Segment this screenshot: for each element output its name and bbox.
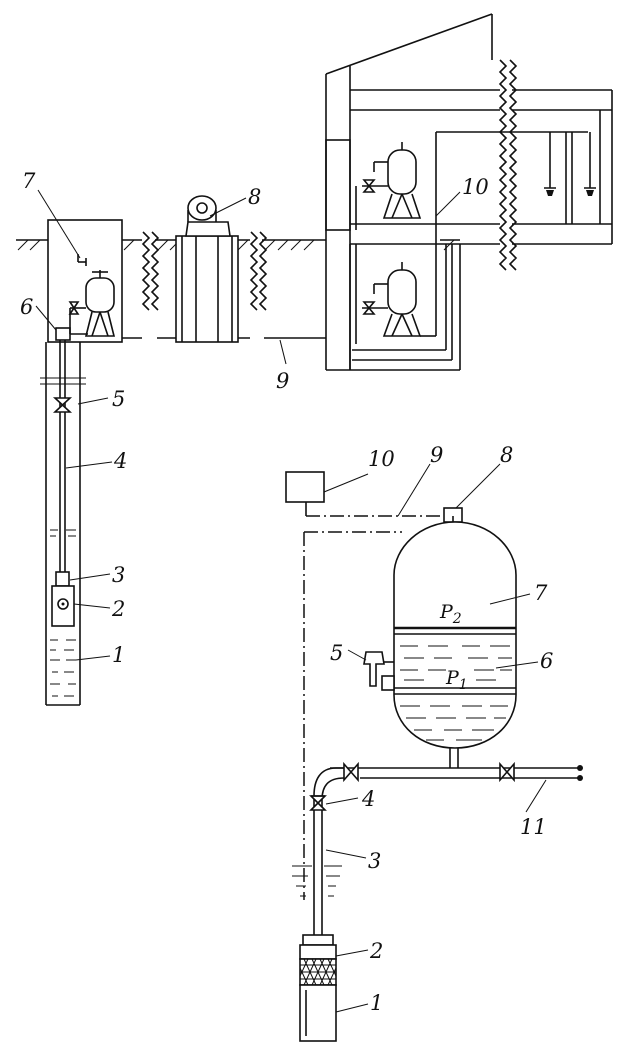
top-leader-lines [35,189,461,661]
submersible-pump-bottom [299,934,337,1042]
top-figure: 7 6 5 4 3 2 1 8 9 10 [16,13,613,706]
label-b2: 2 [369,939,383,963]
building [325,13,613,371]
valve [52,397,73,413]
label-6: 6 [20,295,33,319]
well-casing [40,342,86,706]
label-8: 8 [248,185,261,209]
pressure-lower-label: P1 [445,667,468,693]
elevated-tank [175,195,239,343]
label-3: 3 [112,563,125,587]
label-2: 2 [111,597,125,621]
building-tank-upper [355,142,422,230]
label-b7: 7 [534,581,548,605]
bottom-leader-lines [323,463,547,1013]
label-7: 7 [22,169,36,193]
submersible-pump [51,571,75,627]
pressure-upper-label: P2 [439,601,462,627]
label-b10: 10 [368,447,395,471]
label-b8: 8 [500,443,513,467]
label-b4: 4 [361,787,375,811]
control-line [303,515,446,900]
label-b5: 5 [330,641,343,665]
label-b1: 1 [370,991,383,1015]
label-1: 1 [112,643,125,667]
label-10: 10 [462,175,489,199]
label-9: 9 [276,369,289,393]
riser-pipe-bottom [309,767,345,935]
well-pit [47,219,123,343]
building-tank-lower [355,244,436,344]
distribution-pipe [330,761,583,783]
ground-surface [16,231,460,311]
pressure-tank [68,254,116,337]
level-gauge [363,651,395,691]
label-b9: 9 [430,443,443,467]
hydropneumatic-tank [393,516,517,768]
bottom-figure: 10 9 8 7 6 5 4 3 2 1 11 P2 P1 [285,443,583,1042]
label-4: 4 [113,449,127,473]
control-box [285,471,325,516]
water-table [292,865,342,897]
label-5: 5 [112,387,125,411]
label-b6: 6 [540,649,553,673]
riser-pipe [55,327,88,572]
label-b11: 11 [520,815,547,839]
label-b3: 3 [368,849,381,873]
